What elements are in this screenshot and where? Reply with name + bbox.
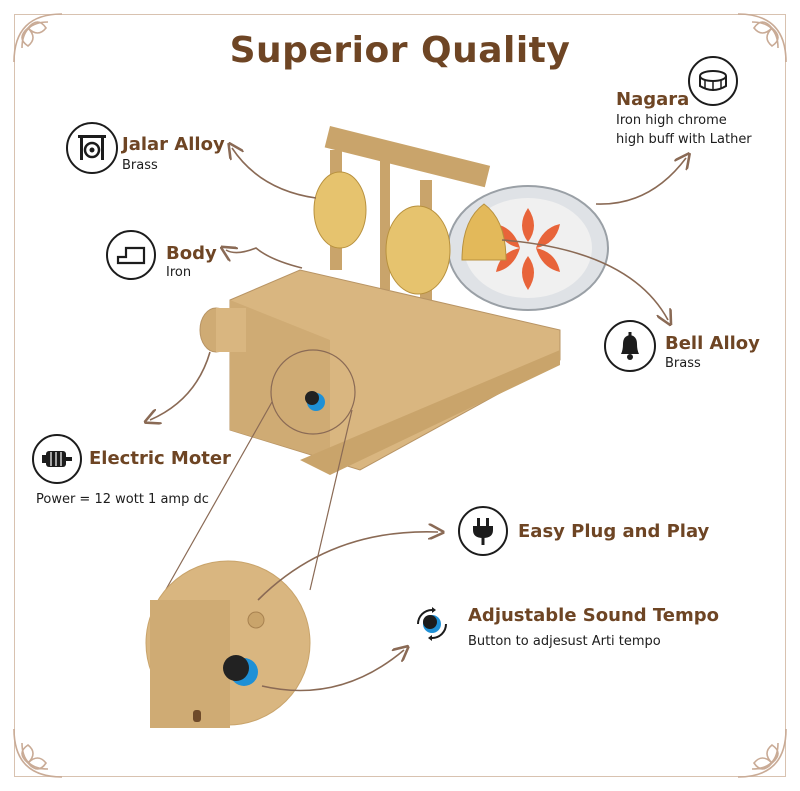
sound-tempo-sub: Button to adjesust Arti tempo [468,634,661,649]
plug-and-play-title: Easy Plug and Play [518,521,710,542]
body-sub: Iron [166,265,192,280]
bell-alloy-title: Bell Alloy [665,333,760,354]
electric-motor-title: Electric Moter [89,448,231,469]
nagara-title: Nagara [616,89,690,110]
nagara-sub-line2: high buff with Lather [616,132,752,147]
corner-ornament-bottom-left [13,728,63,778]
gong-icon [66,122,118,174]
page-title: Superior Quality [229,30,571,71]
corner-ornament-top-left [13,13,63,63]
tempo-knob-icon [410,602,454,646]
plug-icon [458,506,508,556]
jalar-alloy-title: Jalar Alloy [122,134,225,155]
corner-ornament-bottom-right [737,728,787,778]
body-frame-icon [106,230,156,280]
corner-ornament-top-right [737,13,787,63]
drum-icon [688,56,738,106]
nagara-sub-line1: Iron high chrome [616,113,727,128]
bell-icon [604,320,656,372]
decorative-frame [14,14,786,777]
jalar-alloy-sub: Brass [122,158,158,173]
electric-motor-sub: Power = 12 wott 1 amp dc [36,492,209,507]
motor-icon [32,434,82,484]
bell-alloy-sub: Brass [665,356,701,371]
body-title: Body [166,243,217,264]
sound-tempo-title: Adjustable Sound Tempo [468,605,720,626]
